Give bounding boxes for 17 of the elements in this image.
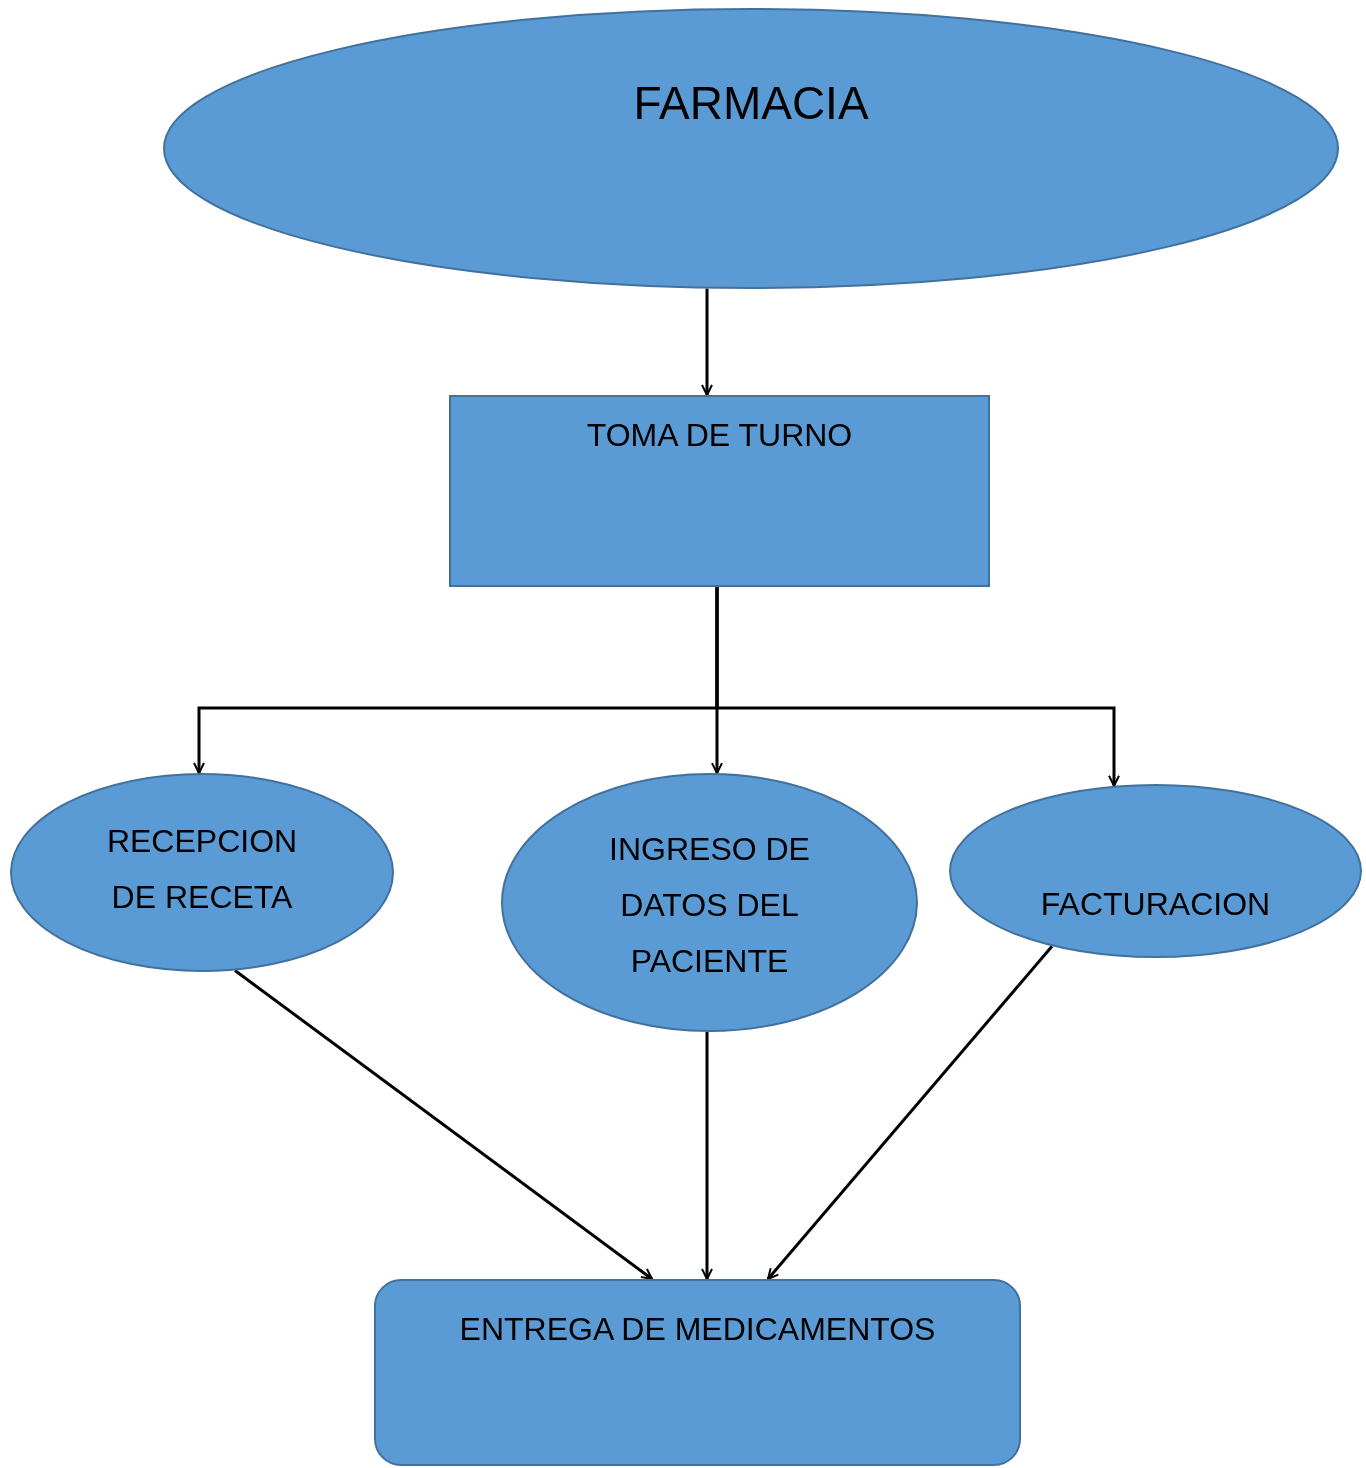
arrow xyxy=(234,969,653,1281)
process-ellipse xyxy=(501,773,918,1032)
process-box xyxy=(449,395,990,587)
node-label: RECEPCION DE RECETA xyxy=(105,822,299,917)
end-box xyxy=(374,1279,1021,1466)
start-ellipse xyxy=(163,8,1339,289)
node-label: FACTURACION xyxy=(1039,885,1272,924)
arrow xyxy=(766,945,1054,1280)
node-label: TOMA DE TURNO xyxy=(585,416,854,455)
node-label: FARMACIA xyxy=(632,76,870,131)
process-ellipse xyxy=(949,784,1362,958)
node-label: ENTREGA DE MEDICAMENTOS xyxy=(458,1310,937,1349)
process-ellipse xyxy=(10,773,394,972)
arrow xyxy=(701,1032,713,1280)
node-label: INGRESO DE DATOS DEL PACIENTE xyxy=(608,830,811,981)
arrow xyxy=(715,587,1120,787)
arrow xyxy=(701,288,713,396)
